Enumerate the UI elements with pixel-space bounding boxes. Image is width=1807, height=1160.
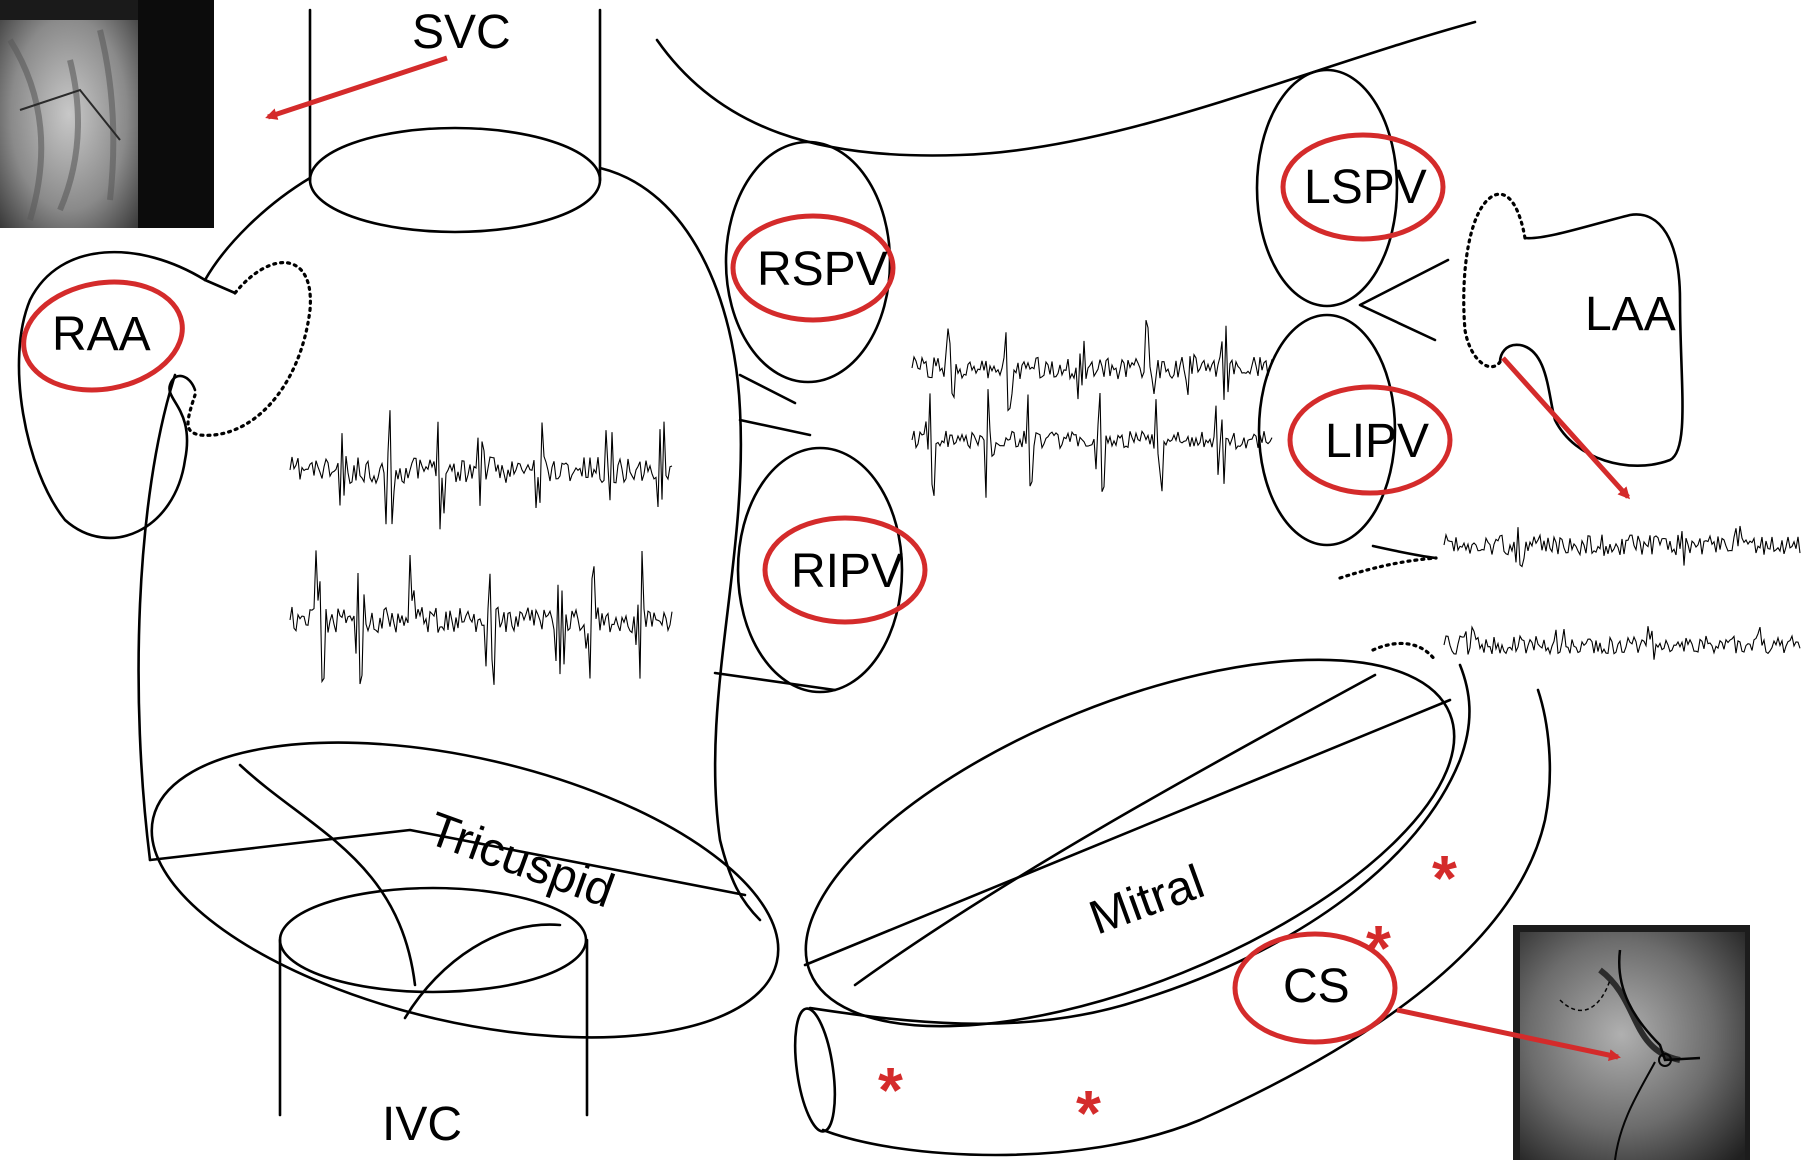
markers: * * * * bbox=[878, 842, 1457, 1149]
marker-asterisk-1: * bbox=[1432, 842, 1457, 914]
cs-highlight bbox=[1232, 931, 1398, 1045]
label-lspv: LSPV bbox=[1304, 161, 1427, 214]
marker-asterisk-3: * bbox=[878, 1054, 903, 1126]
pv-electrogram-bottom bbox=[911, 389, 1273, 498]
ra-electrogram-bottom bbox=[289, 550, 673, 685]
fluoroscopy-inset-top-left bbox=[0, 0, 214, 228]
label-laa: LAA bbox=[1585, 288, 1676, 341]
left-inferior-pulmonary-vein bbox=[1257, 313, 1438, 580]
marker-asterisk-4: * bbox=[1076, 1077, 1101, 1149]
label-rspv: RSPV bbox=[757, 243, 888, 296]
ra-electrogram-top bbox=[289, 410, 673, 530]
laa-electrogram-top bbox=[1443, 525, 1801, 568]
label-ivc: IVC bbox=[382, 1098, 462, 1151]
laa-arrow bbox=[1501, 356, 1631, 500]
right-atrium bbox=[17, 8, 780, 1117]
ripv-highlight bbox=[762, 515, 928, 625]
pv-electrogram-top bbox=[911, 320, 1273, 412]
right-atrial-appendage bbox=[17, 250, 312, 540]
rspv-highlight bbox=[730, 213, 896, 323]
label-raa: RAA bbox=[52, 308, 151, 361]
label-cs: CS bbox=[1283, 960, 1350, 1013]
left-atrial-appendage bbox=[1371, 192, 1684, 662]
label-mitral: Mitral bbox=[1083, 855, 1211, 945]
electrograms bbox=[289, 320, 1801, 685]
lipv-highlight bbox=[1287, 384, 1453, 496]
mitral-annulus bbox=[803, 658, 1456, 1028]
svc-arrow bbox=[265, 55, 448, 120]
label-svc: SVC bbox=[412, 6, 511, 59]
left-atrium bbox=[655, 20, 1684, 1028]
lspv-highlight bbox=[1280, 132, 1446, 242]
cs-arrow bbox=[1396, 1007, 1621, 1061]
svc-vessel bbox=[308, 8, 602, 234]
right-atrium-outline bbox=[598, 166, 762, 922]
label-tricuspid: Tricuspid bbox=[421, 803, 620, 919]
label-ripv: RIPV bbox=[791, 545, 903, 598]
marker-asterisk-2: * bbox=[1366, 912, 1391, 984]
ivc-vessel bbox=[278, 886, 589, 1117]
raa-highlight bbox=[21, 279, 185, 393]
right-inferior-pulmonary-vein bbox=[713, 418, 904, 694]
laa-electrogram-bottom bbox=[1443, 625, 1801, 660]
label-lipv: LIPV bbox=[1325, 415, 1429, 468]
highlight-circles bbox=[21, 132, 1453, 1045]
arrows bbox=[265, 55, 1631, 1061]
tricuspid-annulus bbox=[148, 741, 780, 1039]
left-superior-pulmonary-vein bbox=[1255, 68, 1450, 342]
